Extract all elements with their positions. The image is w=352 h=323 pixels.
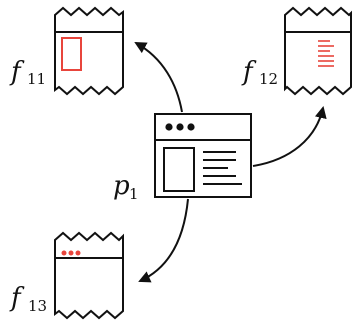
- label-f11: f 11: [9, 57, 46, 88]
- browser-window-p1: [154, 113, 252, 198]
- edge-p1-to-f12: [252, 106, 327, 167]
- label-f13-main: f: [9, 283, 25, 313]
- fragment-f11-outline: [54, 6, 124, 96]
- label-f12: f 12: [241, 57, 278, 88]
- fragment-f13: [54, 231, 124, 320]
- label-p1-subscript: 1: [129, 185, 139, 203]
- fragment-f13-outline: [54, 231, 124, 320]
- browser-window-image-block: [163, 147, 195, 192]
- edge-p1-to-f13: [138, 198, 189, 283]
- label-p1: p 1: [113, 171, 139, 203]
- fragment-f12: [284, 6, 352, 96]
- fragment-f11-highlight-block: [61, 37, 82, 71]
- label-p1-main: p: [113, 171, 130, 201]
- fragment-f11: [54, 6, 124, 96]
- edge-p1-to-f11: [134, 42, 183, 113]
- label-f13-subscript: 13: [28, 297, 47, 315]
- label-f12-main: f: [241, 57, 257, 87]
- label-f13: f 13: [9, 283, 47, 315]
- fragment-f13-highlight-dot: [75, 250, 81, 256]
- label-f11-main: f: [9, 57, 25, 87]
- browser-window-dot: [187, 123, 195, 131]
- browser-window-dot: [176, 123, 184, 131]
- browser-window-dot: [165, 123, 173, 131]
- label-f12-subscript: 12: [259, 70, 278, 88]
- label-f11-subscript: 11: [27, 70, 46, 88]
- fragment-f13-highlight-dot: [61, 250, 67, 256]
- fragment-f13-highlight-dot: [68, 250, 74, 256]
